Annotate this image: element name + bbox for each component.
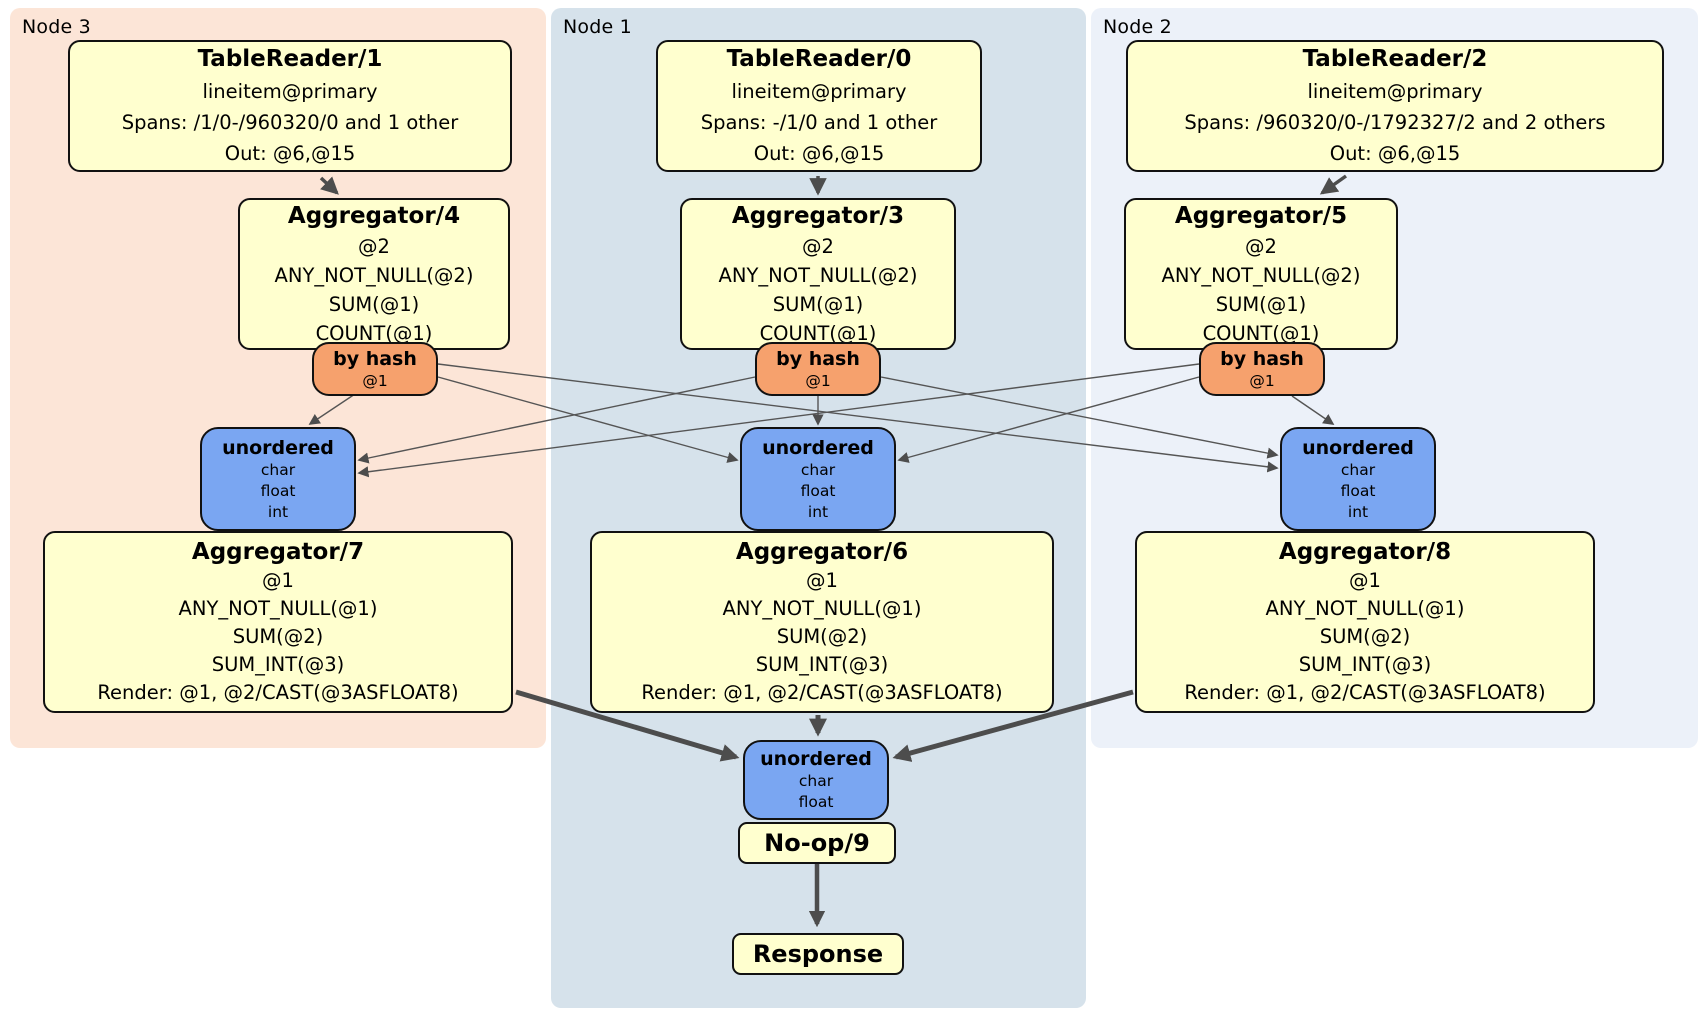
processor-tablereader-1: TableReader/1 lineitem@primary Spans: /1…: [68, 40, 512, 172]
processor-tablereader-0: TableReader/0 lineitem@primary Spans: -/…: [656, 40, 982, 172]
region-node-3-label: Node 3: [22, 16, 91, 38]
sync-title: unordered: [762, 436, 874, 459]
router-title: by hash: [776, 347, 860, 370]
router-title: by hash: [333, 347, 417, 370]
agg-expr: ANY_NOT_NULL(@2): [1161, 263, 1361, 287]
processor-title: TableReader/0: [726, 46, 912, 72]
sync-title: unordered: [222, 436, 334, 459]
agg-expr: ANY_NOT_NULL(@1): [1265, 597, 1465, 620]
processor-title: Response: [752, 940, 884, 968]
agg-expr: SUM_INT(@3): [1298, 653, 1432, 676]
processor-index: lineitem@primary: [1307, 80, 1483, 103]
sync-stream: int: [267, 502, 289, 521]
agg-expr: ANY_NOT_NULL(@1): [722, 597, 922, 620]
agg-expr: SUM(@2): [776, 625, 868, 648]
sync-stream: char: [798, 772, 834, 790]
processor-title: Aggregator/4: [287, 202, 461, 229]
processor-out: Out: @6,@15: [753, 142, 885, 165]
agg-expr: COUNT(@1): [759, 321, 877, 345]
agg-expr: ANY_NOT_NULL(@2): [718, 263, 918, 287]
processor-aggregator-4: Aggregator/4 @2 ANY_NOT_NULL(@2) SUM(@1)…: [238, 198, 510, 350]
processor-title: Aggregator/8: [1278, 539, 1452, 565]
processor-aggregator-6: Aggregator/6 @1 ANY_NOT_NULL(@1) SUM(@2)…: [590, 531, 1054, 713]
agg-expr: ANY_NOT_NULL(@2): [274, 263, 474, 287]
sync-title: unordered: [760, 748, 872, 770]
sync-unordered-node2: unordered char float int: [1280, 427, 1436, 531]
region-node-2-label: Node 2: [1103, 16, 1172, 38]
processor-title: Aggregator/3: [731, 202, 905, 229]
router-columns: @1: [362, 371, 388, 390]
router-columns: @1: [1249, 371, 1275, 390]
processor-index: lineitem@primary: [202, 80, 378, 103]
agg-expr: SUM_INT(@3): [755, 653, 889, 676]
sync-stream: int: [807, 502, 829, 521]
sync-stream: char: [800, 460, 836, 479]
processor-spans: Spans: -/1/0 and 1 other: [700, 111, 938, 134]
processor-aggregator-5: Aggregator/5 @2 ANY_NOT_NULL(@2) SUM(@1)…: [1124, 198, 1398, 350]
processor-title: TableReader/1: [197, 46, 383, 72]
group-cols: @2: [1245, 234, 1277, 258]
sync-stream: float: [800, 481, 836, 500]
agg-expr: COUNT(@1): [1202, 321, 1320, 345]
sync-stream: int: [1347, 502, 1369, 521]
agg-expr: ANY_NOT_NULL(@1): [178, 597, 378, 620]
sync-stream: float: [1340, 481, 1376, 500]
processor-out: Out: @6,@15: [1329, 142, 1461, 165]
processor-tablereader-2: TableReader/2 lineitem@primary Spans: /9…: [1126, 40, 1664, 172]
render-expr: Render: @1, @2/CAST(@3ASFLOAT8): [1184, 681, 1546, 704]
agg-expr: SUM(@2): [1319, 625, 1411, 648]
router-title: by hash: [1220, 347, 1304, 370]
sync-unordered-node1: unordered char float int: [740, 427, 896, 531]
processor-aggregator-7: Aggregator/7 @1 ANY_NOT_NULL(@1) SUM(@2)…: [43, 531, 513, 713]
processor-title: Aggregator/5: [1174, 202, 1348, 229]
sync-stream: float: [798, 793, 834, 811]
router-by-hash-node2: by hash @1: [1199, 342, 1325, 396]
sync-title: unordered: [1302, 436, 1414, 459]
processor-title: Aggregator/7: [191, 539, 365, 565]
group-cols: @1: [262, 569, 294, 592]
processor-aggregator-3: Aggregator/3 @2 ANY_NOT_NULL(@2) SUM(@1)…: [680, 198, 956, 350]
agg-expr: COUNT(@1): [315, 321, 433, 345]
sync-stream: char: [1340, 460, 1376, 479]
agg-expr: SUM(@1): [772, 292, 864, 316]
processor-title: TableReader/2: [1302, 46, 1488, 72]
processor-aggregator-8: Aggregator/8 @1 ANY_NOT_NULL(@1) SUM(@2)…: [1135, 531, 1595, 713]
router-columns: @1: [805, 371, 831, 390]
group-cols: @1: [1349, 569, 1381, 592]
response-node: Response: [732, 933, 904, 975]
group-cols: @2: [358, 234, 390, 258]
agg-expr: SUM_INT(@3): [211, 653, 345, 676]
router-by-hash-node1: by hash @1: [755, 342, 881, 396]
processor-spans: Spans: /960320/0-/1792327/2 and 2 others: [1184, 111, 1606, 134]
processor-noop-9: No-op/9: [738, 822, 896, 864]
agg-expr: SUM(@1): [1215, 292, 1307, 316]
router-by-hash-node3: by hash @1: [312, 342, 438, 396]
render-expr: Render: @1, @2/CAST(@3ASFLOAT8): [97, 681, 459, 704]
agg-expr: SUM(@1): [328, 292, 420, 316]
group-cols: @1: [806, 569, 838, 592]
processor-out: Out: @6,@15: [224, 142, 356, 165]
sync-stream: float: [260, 481, 296, 500]
sync-stream: char: [260, 460, 296, 479]
render-expr: Render: @1, @2/CAST(@3ASFLOAT8): [641, 681, 1003, 704]
processor-title: No-op/9: [764, 829, 870, 857]
processor-index: lineitem@primary: [731, 80, 907, 103]
region-node-1-label: Node 1: [563, 16, 632, 38]
group-cols: @2: [802, 234, 834, 258]
sync-unordered-node3: unordered char float int: [200, 427, 356, 531]
agg-expr: SUM(@2): [232, 625, 324, 648]
processor-title: Aggregator/6: [735, 539, 909, 565]
processor-spans: Spans: /1/0-/960320/0 and 1 other: [121, 111, 459, 134]
sync-unordered-final: unordered char float: [743, 740, 889, 820]
